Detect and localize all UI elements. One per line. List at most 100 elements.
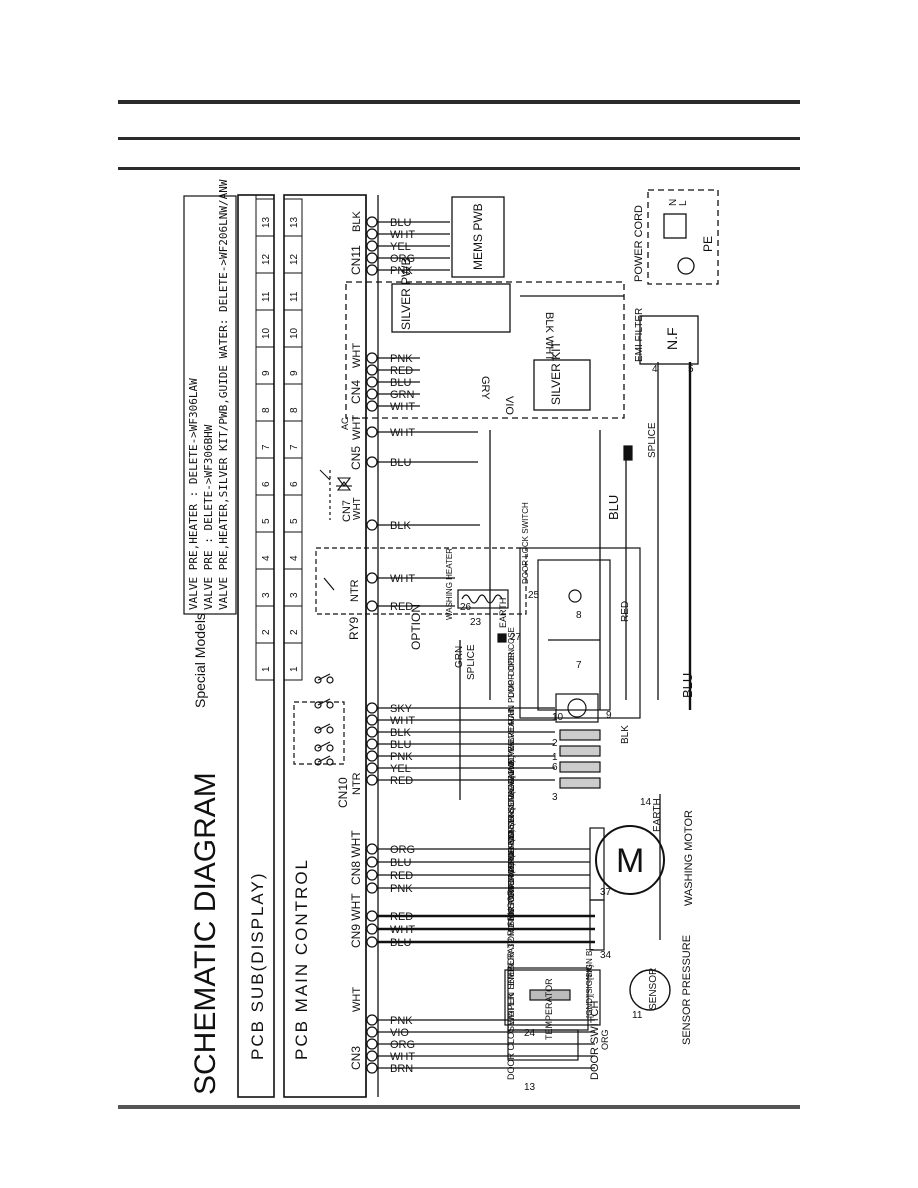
water-temp-sensor-label: WATER TEMPERATOR SENSOR bbox=[506, 888, 516, 1025]
cn11-blk-label: BLK bbox=[351, 211, 363, 232]
ntr-label: NTR bbox=[349, 579, 361, 602]
cn11-pin bbox=[366, 252, 378, 264]
cn9-pin bbox=[366, 936, 378, 948]
pin-main-number: 7 bbox=[289, 444, 300, 450]
cn10-pin bbox=[366, 750, 378, 762]
pin-main-cell bbox=[283, 272, 303, 311]
terminal-number: 26 bbox=[460, 602, 472, 613]
terminal-number: 23 bbox=[470, 617, 482, 628]
special-models-heading: Special Models bbox=[192, 613, 208, 708]
door-close-open-sensor-label: DOOR CLOSE/OPEN SNESOR bbox=[506, 951, 516, 1080]
cn11-wire-label: ORG bbox=[390, 253, 415, 265]
valve-hot-label: VALVE HOT bbox=[507, 756, 516, 800]
blk-route-label: BLK bbox=[543, 312, 555, 333]
emi-filter-label: EMI FILTER bbox=[634, 308, 645, 362]
earth-label-heater: EARTH bbox=[498, 598, 508, 628]
door-lock-switch-label: DOOR LOCK SWITCH bbox=[521, 502, 530, 584]
cn11-pin bbox=[366, 216, 378, 228]
cn9-pin bbox=[366, 923, 378, 935]
terminal-number: 10 bbox=[552, 712, 564, 723]
gry-route-label: GRY bbox=[479, 376, 491, 400]
door-open-label: DOOR OPEN bbox=[507, 649, 516, 698]
terminal-number: 4 bbox=[652, 364, 658, 375]
earth-label: EARTH bbox=[652, 798, 663, 832]
cn3-wire-label: ORG bbox=[390, 1039, 415, 1051]
pin-main-cell bbox=[283, 346, 303, 385]
cn10-ntr-label: NTR bbox=[351, 772, 363, 795]
cn11-pin bbox=[366, 240, 378, 252]
sign-a-label: [SIGN A] bbox=[585, 965, 594, 996]
wht-route-label: WHT bbox=[543, 336, 555, 361]
cn8-wire-label: BLU bbox=[390, 857, 411, 869]
cn8-pin bbox=[366, 869, 378, 881]
sensor-label: SENSOR bbox=[648, 968, 659, 1010]
motor-power-u-label: 3P MOTOR POWER(U) bbox=[507, 863, 516, 948]
red-route-label: RED bbox=[620, 601, 631, 622]
pin-main-number: 13 bbox=[289, 216, 300, 228]
ry9-pin bbox=[366, 572, 378, 584]
cn4-pin bbox=[366, 400, 378, 412]
power-cord-label: POWER CORD bbox=[633, 205, 645, 282]
motor-power-w-label: 3P MOTOR POWER(W) bbox=[507, 829, 516, 916]
cn3-pin bbox=[366, 1026, 378, 1038]
pin-main-number: 6 bbox=[289, 481, 300, 487]
motor-sensor-vcc-label: MOTOR SENSOR(Vcc) bbox=[507, 807, 516, 892]
pin-main-number: 5 bbox=[289, 518, 300, 524]
pin-sub-cell bbox=[255, 531, 275, 570]
pin-sub-cell bbox=[255, 420, 275, 459]
pin-sub-number: 7 bbox=[261, 444, 272, 450]
ry9-wire-label: WHT bbox=[390, 573, 415, 585]
silver-kit-label: SILVER KIT bbox=[549, 341, 563, 405]
cn11-pin bbox=[366, 228, 378, 240]
cn7-wire-label: BLK bbox=[390, 520, 411, 532]
cn8-wire-label: ORG bbox=[390, 844, 415, 856]
pe-label: PE bbox=[701, 236, 715, 252]
ry9-pin bbox=[366, 600, 378, 612]
silver-pwb-label: SILVER PWB bbox=[399, 258, 413, 330]
cn9-pin bbox=[366, 910, 378, 922]
terminal-number: 3 bbox=[552, 792, 558, 803]
pin-sub-cell bbox=[255, 272, 275, 311]
cn7-label: CN7 bbox=[341, 500, 353, 522]
l-label: L bbox=[678, 200, 689, 206]
cn4-wire-label: RED bbox=[390, 365, 413, 377]
blu-route-label-2: BLU bbox=[680, 673, 695, 698]
cn3-pin bbox=[366, 1050, 378, 1062]
cn10-wire-label: WHT bbox=[390, 715, 415, 727]
motor-power-v-label: 3P MOTOR POWER(V) bbox=[507, 847, 516, 932]
special-models-box bbox=[183, 195, 237, 615]
cn9-wire-label: BLU bbox=[390, 937, 411, 949]
pin-main-number: 8 bbox=[289, 407, 300, 413]
valve-main-label: VALVE MAIN bbox=[507, 705, 516, 752]
triac-symbol bbox=[319, 469, 352, 491]
page-title: SCHEMATIC DIAGRAM bbox=[189, 772, 222, 1095]
cn10-wire-label: YEL bbox=[390, 763, 411, 775]
washing-heater-label: WASHING HEATER bbox=[445, 548, 454, 620]
connector-strip bbox=[365, 195, 379, 1097]
cn3-wire-label: VIO bbox=[390, 1027, 409, 1039]
door-switch-label: DOOR SWITCH bbox=[589, 1001, 601, 1080]
cn11-pin bbox=[366, 264, 378, 276]
terminal-number: 37 bbox=[600, 887, 612, 898]
terminal-number: 1 bbox=[552, 752, 558, 763]
cn8-pin bbox=[366, 882, 378, 894]
cn8-wire-label: PNK bbox=[390, 883, 413, 895]
pin-sub-number: 9 bbox=[261, 370, 272, 376]
cn5-label: CN5 bbox=[349, 446, 363, 470]
motor-sensor-signal1-label: MOTOR SENSOR(SIGNAL) bbox=[507, 775, 516, 876]
pin-main-cell bbox=[283, 605, 303, 644]
org-route-label: ORG bbox=[600, 1029, 610, 1050]
gnd-label: [GND] bbox=[585, 996, 594, 1018]
pin-main-number: 10 bbox=[289, 327, 300, 339]
cn8-wire-label: RED bbox=[390, 870, 413, 882]
cn10-pin bbox=[366, 702, 378, 714]
sensor-pressure-label: SENSOR PRESSURE bbox=[681, 935, 693, 1045]
cn3-wht-label: WHT bbox=[351, 987, 363, 1012]
pcb-sub-label: PCB SUB(DISPLAY) bbox=[248, 871, 267, 1060]
cn7-pin bbox=[366, 519, 378, 531]
motor-sensor-gnd-label: MOTOR SENSOR(GND) bbox=[507, 755, 516, 844]
pin-main-cell bbox=[283, 494, 303, 533]
